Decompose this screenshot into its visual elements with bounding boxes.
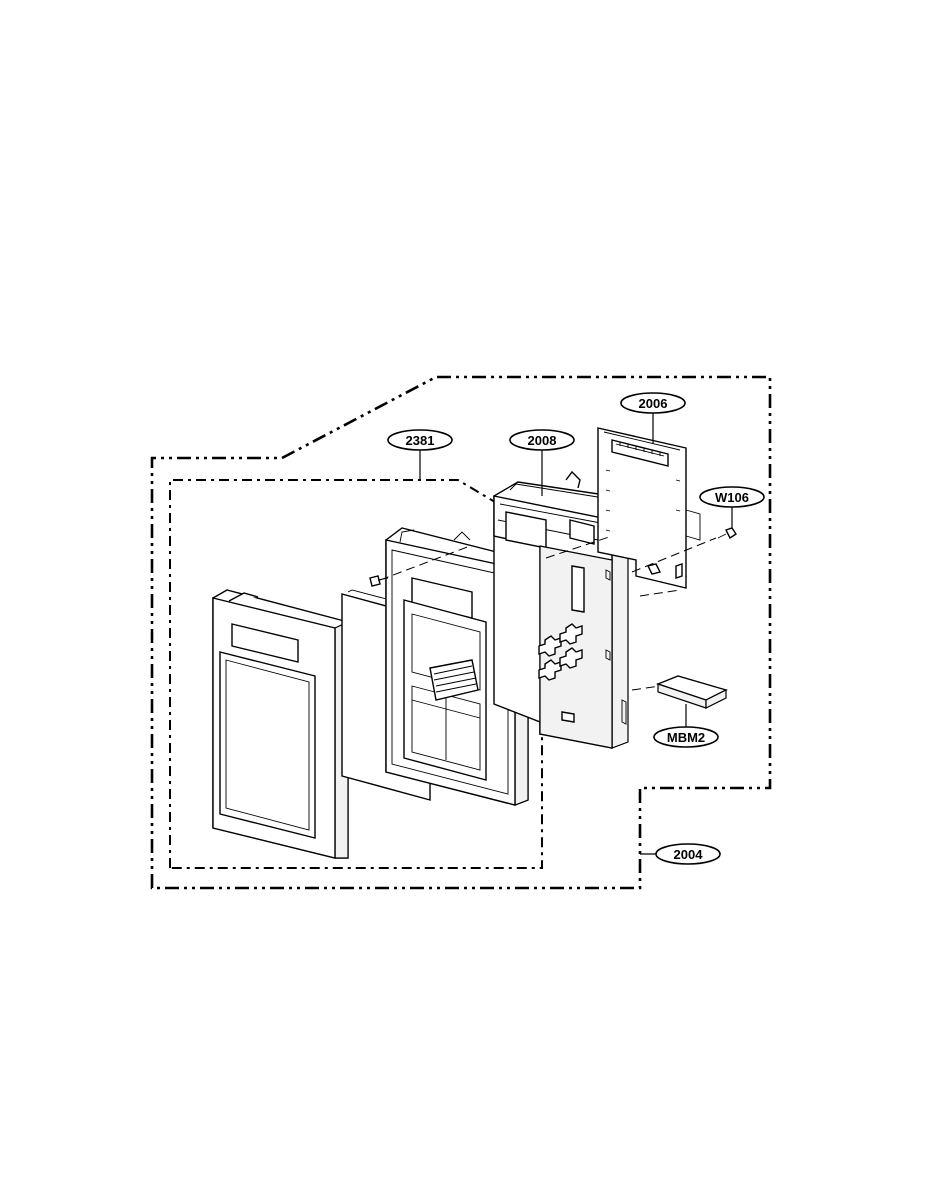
subassembly-boundary-2381 xyxy=(169,479,543,869)
callout-2004-text: 2004 xyxy=(674,847,704,862)
callout-2008-text: 2008 xyxy=(528,433,557,448)
callout-2004: 2004 xyxy=(655,843,721,865)
callout-2006: 2006 xyxy=(620,392,686,414)
callout-2008: 2008 xyxy=(509,429,575,451)
callout-2381-text: 2381 xyxy=(406,433,435,448)
control-frame xyxy=(385,527,529,806)
alignment-line-2 xyxy=(545,535,613,559)
alignment-line-4 xyxy=(631,685,661,691)
callout-mbm2-text: MBM2 xyxy=(667,730,705,745)
callout-mbm2: MBM2 xyxy=(653,726,719,748)
back-housing-2008 xyxy=(493,470,629,749)
screw-w106 xyxy=(717,527,737,540)
callout-2381: 2381 xyxy=(387,429,453,451)
alignment-line-3 xyxy=(631,537,717,573)
screw-frame xyxy=(369,575,389,587)
callout-w106: W106 xyxy=(699,486,765,508)
alignment-line-5 xyxy=(639,589,681,597)
display-module-mbm2 xyxy=(655,675,728,709)
callout-w106-text: W106 xyxy=(715,490,749,505)
front-panel xyxy=(212,589,349,859)
alignment-line-1 xyxy=(379,545,471,581)
pcb-2006 xyxy=(597,427,701,589)
callout-2006-text: 2006 xyxy=(639,396,668,411)
